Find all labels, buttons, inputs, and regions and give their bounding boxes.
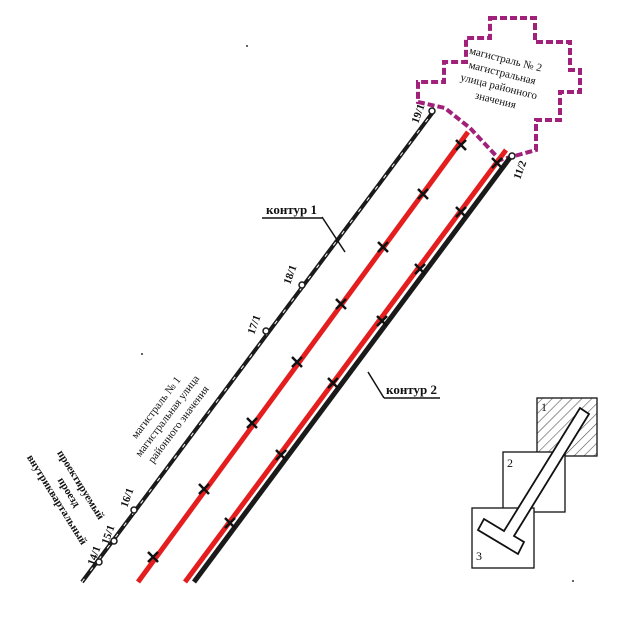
key-plan: 1 2 3 bbox=[471, 397, 598, 569]
well-15-1 bbox=[110, 537, 118, 545]
section-3-label: 3 bbox=[476, 549, 482, 563]
contour1-crosses bbox=[147, 139, 467, 563]
speck bbox=[246, 45, 248, 47]
contour1-leader bbox=[321, 216, 346, 253]
well-label-18-1: 18/1 bbox=[282, 264, 300, 286]
well-14-1 bbox=[95, 558, 103, 566]
speck bbox=[572, 580, 574, 582]
well-label-11-2: 11/2 bbox=[512, 159, 530, 181]
building-outline bbox=[416, 16, 582, 163]
wells bbox=[95, 107, 516, 566]
section-2-label: 2 bbox=[507, 456, 513, 470]
contour2-crosses bbox=[224, 157, 503, 529]
magistral1-label: магистраль № 1 магистральная улица район… bbox=[129, 373, 211, 465]
road-line-left bbox=[80, 110, 435, 584]
contour1-label: контур 1 bbox=[266, 202, 317, 217]
contour2-pipe bbox=[182, 148, 509, 584]
well-label-16-1: 16/1 bbox=[119, 487, 137, 509]
well-17-1 bbox=[262, 327, 270, 335]
well-19-1 bbox=[428, 107, 436, 115]
well-18-1 bbox=[298, 281, 306, 289]
contour2-road-line bbox=[191, 153, 515, 584]
well-16-1 bbox=[130, 506, 138, 514]
key-building-shape bbox=[476, 406, 591, 556]
section-1-label: 1 bbox=[541, 400, 547, 414]
well-11-2 bbox=[508, 152, 516, 160]
well-label-17-1: 17/1 bbox=[246, 314, 264, 336]
contour2-leader bbox=[367, 371, 385, 399]
contour1-pipe bbox=[135, 130, 471, 584]
proezd-label: проектируемый проезд внутриквартальный bbox=[24, 448, 107, 547]
contour2-label: контур 2 bbox=[386, 382, 437, 397]
speck bbox=[141, 353, 143, 355]
